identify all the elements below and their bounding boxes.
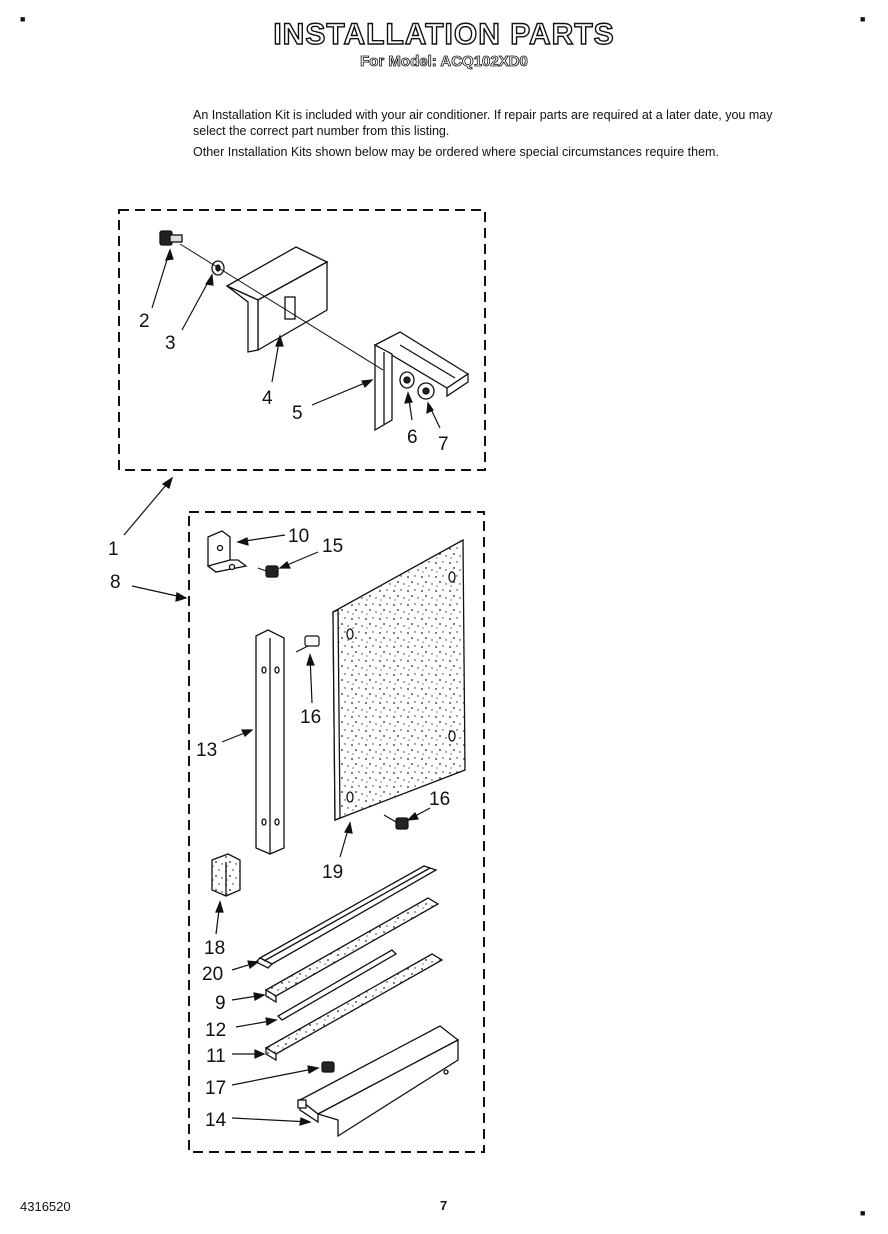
- nut-part-7: [417, 382, 435, 400]
- angle-strip-part-20: [254, 865, 438, 969]
- callout-8: 8: [110, 572, 121, 593]
- kit-1-box: [118, 209, 486, 471]
- callout-20: 20: [202, 964, 223, 985]
- leader-lines: [123, 248, 441, 1126]
- washer-part-6: [399, 371, 415, 389]
- callout-12: 12: [205, 1020, 226, 1041]
- kit-8-box: [188, 511, 485, 1153]
- callout-19: 19: [322, 862, 343, 883]
- callout-4: 4: [262, 388, 273, 409]
- callout-16-lower: 16: [429, 789, 450, 810]
- callout-1: 1: [108, 539, 119, 560]
- foam-strip-part-11: [264, 953, 444, 1062]
- assembly-line-kit-1: [179, 243, 384, 371]
- page-title: INSTALLATION PARTS: [273, 17, 615, 51]
- callout-3: 3: [165, 333, 176, 354]
- page-number: 7: [440, 1198, 448, 1213]
- callout-18: 18: [204, 938, 225, 959]
- callout-labels: 1 2 3 4 5 6 7 8 9 10 11 12 13 14 15 16 1…: [108, 311, 450, 1131]
- callout-16-upper: 16: [300, 707, 321, 728]
- callout-15: 15: [322, 536, 343, 557]
- corner-mark-bottom-right: ■: [860, 1208, 866, 1218]
- model-subtitle: For Model: ACQ102XD0: [360, 53, 529, 71]
- callout-13: 13: [196, 740, 217, 761]
- callout-5: 5: [292, 403, 303, 424]
- screw-part-17: [321, 1061, 335, 1073]
- rod-part-12: [276, 949, 398, 1021]
- callout-11: 11: [206, 1046, 226, 1067]
- intro-paragraph-2: Other Installation Kits shown below may …: [193, 145, 719, 159]
- document-number: 4316520: [20, 1199, 71, 1214]
- corner-mark-top-left: ■: [20, 14, 26, 24]
- callout-7: 7: [438, 434, 449, 455]
- callout-6: 6: [407, 427, 418, 448]
- corner-mark-top-right: ■: [860, 14, 866, 24]
- foam-block-part-4: [225, 246, 329, 353]
- sill-channel-part-14: [297, 1025, 460, 1138]
- side-channel-part-13: [255, 629, 285, 855]
- screw-part-16-lower: [383, 814, 409, 830]
- foam-strip-part-9: [264, 897, 440, 1004]
- callout-2: 2: [139, 311, 150, 332]
- screw-part-2: [159, 230, 183, 246]
- callout-9: 9: [215, 993, 226, 1014]
- intro-text: An Installation Kit is included with you…: [193, 107, 773, 165]
- callout-10: 10: [288, 526, 309, 547]
- screw-part-15: [257, 565, 279, 578]
- angle-bracket-part-10: [206, 530, 248, 573]
- bracket-part-5: [373, 331, 470, 432]
- side-panel-part-19: [332, 538, 466, 821]
- callout-14: 14: [205, 1110, 227, 1131]
- screw-part-16-upper: [295, 635, 320, 653]
- callout-17: 17: [205, 1078, 226, 1099]
- intro-paragraph-1: An Installation Kit is included with you…: [193, 108, 773, 138]
- foam-block-part-18: [211, 853, 241, 897]
